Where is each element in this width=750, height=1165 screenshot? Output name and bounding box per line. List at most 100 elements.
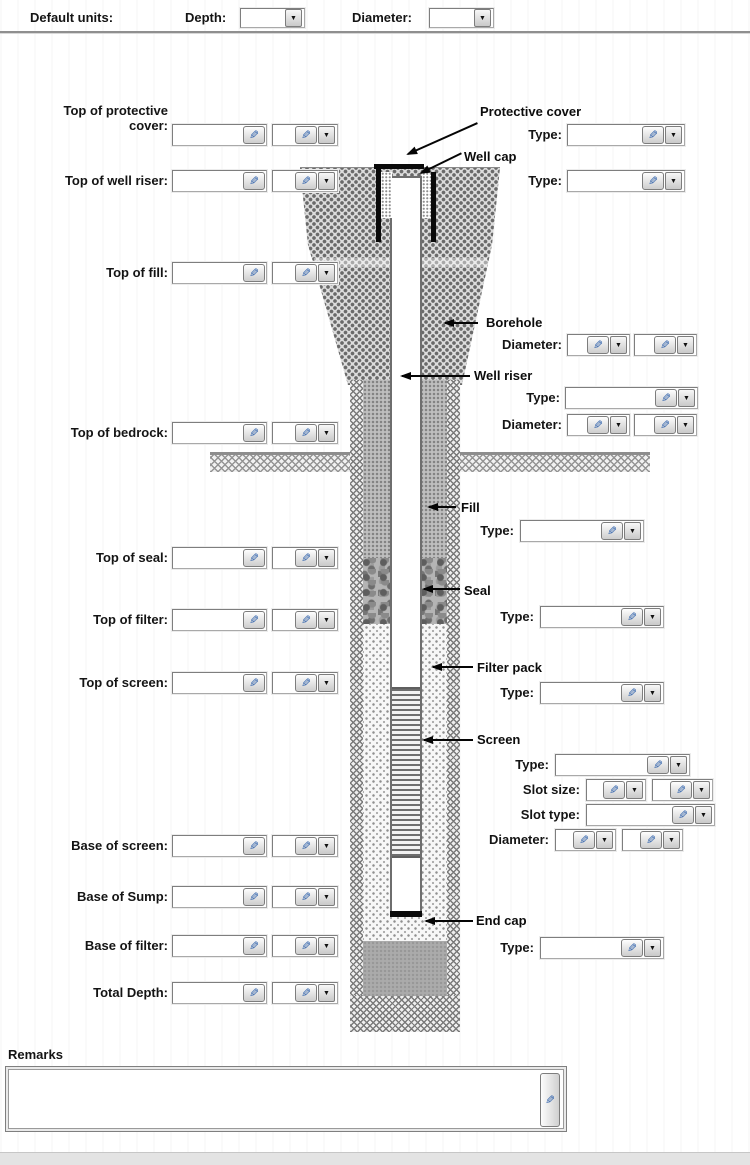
value-field[interactable] — [173, 263, 242, 283]
edit-pencil-button[interactable]: ✎ — [603, 781, 625, 799]
remarks-edit-pencil-button[interactable]: ✎ — [540, 1073, 560, 1127]
filter-pack-type-combo[interactable]: ✎▼ — [540, 682, 664, 704]
edit-pencil-button[interactable]: ✎ — [587, 336, 609, 354]
dropdown-arrow-button[interactable]: ▼ — [474, 9, 491, 27]
dropdown-arrow-button[interactable]: ▼ — [596, 831, 613, 849]
unit-field[interactable] — [273, 673, 294, 693]
dropdown-arrow-button[interactable]: ▼ — [670, 756, 687, 774]
edit-pencil-button[interactable]: ✎ — [654, 336, 676, 354]
dropdown-arrow-button[interactable]: ▼ — [610, 416, 627, 434]
top-of-screen-input[interactable]: ✎ — [172, 672, 267, 694]
unit-field[interactable] — [273, 263, 294, 283]
unit-field[interactable] — [273, 610, 294, 630]
edit-pencil-button[interactable]: ✎ — [601, 522, 623, 540]
edit-pencil-button[interactable]: ✎ — [295, 424, 317, 442]
well-cap-type-combo[interactable]: ✎▼ — [567, 170, 685, 192]
edit-pencil-button[interactable]: ✎ — [295, 611, 317, 629]
dropdown-arrow-button[interactable]: ▼ — [318, 674, 335, 692]
fill-type-combo[interactable]: ✎▼ — [520, 520, 644, 542]
diameter-units-select[interactable]: ▼ — [429, 8, 494, 28]
dropdown-arrow-button[interactable]: ▼ — [318, 837, 335, 855]
dropdown-arrow-button[interactable]: ▼ — [678, 389, 695, 407]
edit-pencil-button[interactable]: ✎ — [295, 264, 317, 282]
dropdown-arrow-button[interactable]: ▼ — [695, 806, 712, 824]
base-of-sump-unit-combo[interactable]: ✎▼ — [272, 886, 338, 908]
unit-field[interactable] — [273, 548, 294, 568]
slot-size-combo[interactable]: ✎▼ — [586, 779, 646, 801]
edit-pencil-button[interactable]: ✎ — [295, 674, 317, 692]
well-riser-diameter-unit-combo[interactable]: ✎▼ — [634, 414, 697, 436]
type-field[interactable] — [556, 755, 646, 775]
dropdown-arrow-button[interactable]: ▼ — [285, 9, 302, 27]
unit-field[interactable] — [273, 836, 294, 856]
protective-cover-type-combo[interactable]: ✎▼ — [567, 124, 685, 146]
screen-diameter-unit-combo[interactable]: ✎▼ — [622, 829, 683, 851]
total-depth-input[interactable]: ✎ — [172, 982, 267, 1004]
edit-pencil-button[interactable]: ✎ — [621, 684, 643, 702]
dropdown-arrow-button[interactable]: ▼ — [644, 939, 661, 957]
edit-pencil-button[interactable]: ✎ — [243, 611, 265, 629]
top-of-protective-cover-input[interactable]: ✎ — [172, 124, 267, 146]
diameter-field[interactable] — [556, 830, 572, 850]
edit-pencil-button[interactable]: ✎ — [243, 172, 265, 190]
edit-pencil-button[interactable]: ✎ — [243, 837, 265, 855]
dropdown-arrow-button[interactable]: ▼ — [624, 522, 641, 540]
edit-pencil-button[interactable]: ✎ — [243, 424, 265, 442]
value-field[interactable] — [173, 548, 242, 568]
diameter-field[interactable] — [568, 335, 586, 355]
edit-pencil-button[interactable]: ✎ — [587, 416, 609, 434]
edit-pencil-button[interactable]: ✎ — [573, 831, 595, 849]
edit-pencil-button[interactable]: ✎ — [295, 549, 317, 567]
value-field[interactable] — [173, 836, 242, 856]
value-field[interactable] — [173, 936, 242, 956]
edit-pencil-button[interactable]: ✎ — [655, 389, 677, 407]
value-field[interactable] — [173, 171, 242, 191]
dropdown-arrow-button[interactable]: ▼ — [663, 831, 680, 849]
top-of-well-riser-unit-combo[interactable]: ✎▼ — [272, 170, 338, 192]
edit-pencil-button[interactable]: ✎ — [295, 172, 317, 190]
unit-field[interactable] — [273, 936, 294, 956]
edit-pencil-button[interactable]: ✎ — [243, 984, 265, 1002]
dropdown-arrow-button[interactable]: ▼ — [644, 684, 661, 702]
base-of-screen-input[interactable]: ✎ — [172, 835, 267, 857]
diameter-field[interactable] — [568, 415, 586, 435]
edit-pencil-button[interactable]: ✎ — [243, 937, 265, 955]
top-of-seal-input[interactable]: ✎ — [172, 547, 267, 569]
top-of-fill-input[interactable]: ✎ — [172, 262, 267, 284]
dropdown-arrow-button[interactable]: ▼ — [318, 126, 335, 144]
screen-type-combo[interactable]: ✎▼ — [555, 754, 690, 776]
screen-diameter-combo[interactable]: ✎▼ — [555, 829, 616, 851]
dropdown-arrow-button[interactable]: ▼ — [644, 608, 661, 626]
type-field[interactable] — [568, 125, 641, 145]
top-of-seal-unit-combo[interactable]: ✎▼ — [272, 547, 338, 569]
dropdown-arrow-button[interactable]: ▼ — [318, 172, 335, 190]
edit-pencil-button[interactable]: ✎ — [295, 937, 317, 955]
diameter-unit-field[interactable] — [623, 830, 639, 850]
slot-size-unit-field[interactable] — [653, 780, 669, 800]
edit-pencil-button[interactable]: ✎ — [642, 126, 664, 144]
edit-pencil-button[interactable]: ✎ — [647, 756, 669, 774]
slot-type-combo[interactable]: ✎▼ — [586, 804, 715, 826]
dropdown-arrow-button[interactable]: ▼ — [677, 416, 694, 434]
edit-pencil-button[interactable]: ✎ — [243, 674, 265, 692]
dropdown-arrow-button[interactable]: ▼ — [677, 336, 694, 354]
edit-pencil-button[interactable]: ✎ — [243, 549, 265, 567]
top-of-protective-cover-unit-combo[interactable]: ✎▼ — [272, 124, 338, 146]
base-of-filter-unit-combo[interactable]: ✎▼ — [272, 935, 338, 957]
unit-field[interactable] — [273, 983, 294, 1003]
edit-pencil-button[interactable]: ✎ — [243, 126, 265, 144]
edit-pencil-button[interactable]: ✎ — [654, 416, 676, 434]
top-of-well-riser-input[interactable]: ✎ — [172, 170, 267, 192]
dropdown-arrow-button[interactable]: ▼ — [318, 937, 335, 955]
edit-pencil-button[interactable]: ✎ — [295, 888, 317, 906]
top-of-screen-unit-combo[interactable]: ✎▼ — [272, 672, 338, 694]
well-riser-type-combo[interactable]: ✎▼ — [565, 387, 698, 409]
type-field[interactable] — [568, 171, 641, 191]
dropdown-arrow-button[interactable]: ▼ — [665, 172, 682, 190]
type-field[interactable] — [521, 521, 600, 541]
dropdown-arrow-button[interactable]: ▼ — [665, 126, 682, 144]
slot-type-field[interactable] — [587, 805, 671, 825]
top-of-bedrock-input[interactable]: ✎ — [172, 422, 267, 444]
dropdown-arrow-button[interactable]: ▼ — [318, 424, 335, 442]
remarks-textarea[interactable]: ✎ — [8, 1069, 564, 1129]
